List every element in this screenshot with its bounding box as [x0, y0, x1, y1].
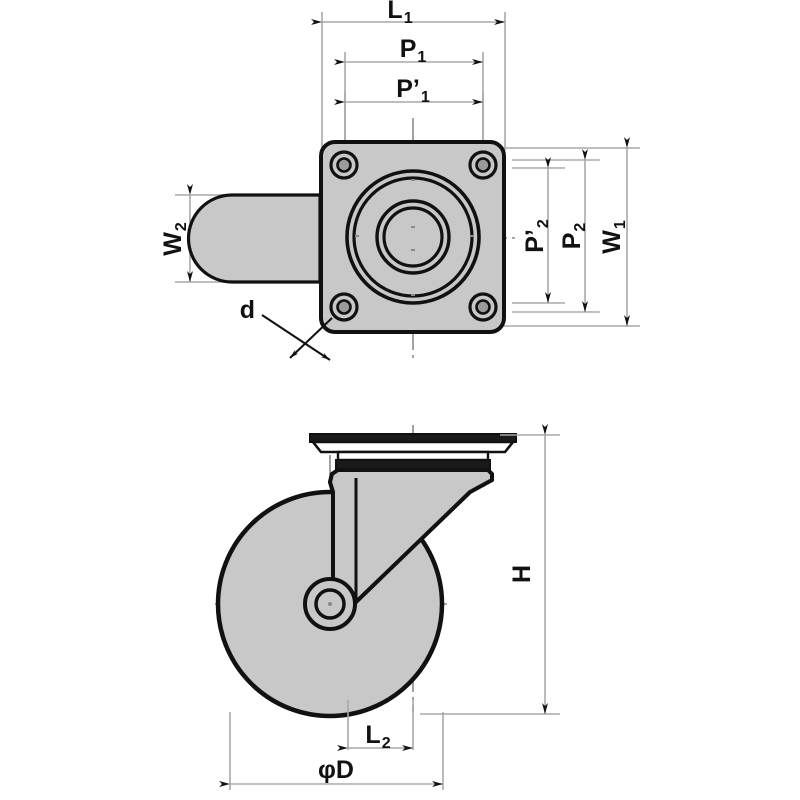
- dimension-L2: L2: [337, 700, 414, 752]
- dimension-P2: P2: [558, 149, 589, 312]
- dimension-W1: W1: [598, 137, 630, 326]
- dimension-P1: P1: [334, 35, 483, 66]
- side-view-phiD-extension-lines: [229, 712, 444, 790]
- bolt-hole-top-left: [329, 150, 359, 180]
- dimension-label-d: d: [240, 296, 255, 324]
- dimension-W2: W2: [159, 184, 193, 282]
- dimension-P-prime-2: P’2: [521, 157, 552, 303]
- dimension-H: H: [420, 424, 560, 715]
- dimension-label-L2: L2: [365, 721, 390, 752]
- dimension-label-P-prime-1: P’1: [396, 75, 430, 106]
- top-view-center-marks: [355, 179, 474, 296]
- side-view-group: H L2 φD: [215, 424, 560, 790]
- raceway-inner-circle: [382, 206, 444, 268]
- top-plate-protrusion: [186, 193, 322, 284]
- raceway-third-circle: [375, 199, 451, 275]
- bolt-hole-circle-bottom-left: [336, 299, 352, 315]
- top-view-extension-lines: [321, 12, 506, 160]
- dimension-label-W1: W1: [598, 220, 629, 254]
- dimension-label-phi-D: φD: [318, 756, 354, 784]
- bolt-hole-group: [329, 150, 498, 322]
- mounting-plate-top-band: [309, 433, 517, 443]
- dimension-label-W2: W2: [159, 222, 190, 256]
- bolt-hole-bottom-left: [329, 292, 359, 322]
- bolt-hole-top-right: [468, 150, 498, 180]
- axle-center-dot: [328, 602, 332, 606]
- dimension-L1: L1: [311, 0, 505, 27]
- bolt-hole-circle-bottom-right: [475, 299, 491, 315]
- dimension-label-P-prime-2: P’2: [521, 219, 552, 253]
- dimension-P-prime-1: P’1: [334, 75, 483, 106]
- side-view-L2-extension-lines: [347, 700, 414, 750]
- raceway-outer-circle: [345, 169, 481, 305]
- dimension-label-P1: P1: [400, 35, 427, 66]
- bolt-hole-bottom-right: [468, 292, 498, 322]
- bolt-hole-circle-top-right: [475, 157, 491, 173]
- mounting-plate-body: [310, 440, 516, 454]
- dimension-label-L1: L1: [387, 0, 412, 27]
- swivel-race-upper: [336, 450, 490, 462]
- leader-line-d-1: [261, 314, 331, 361]
- dimension-label-H: H: [508, 565, 536, 583]
- dimension-phi-D: φD: [219, 712, 444, 790]
- bolt-hole-circle-top-left: [336, 157, 352, 173]
- leader-line-d-2: [289, 317, 333, 359]
- dimension-label-P2: P2: [558, 223, 589, 250]
- dimension-d-leader: d: [240, 296, 333, 361]
- side-mounting-plate: [309, 433, 517, 471]
- top-view-group: L1 P1 P’1: [159, 0, 640, 361]
